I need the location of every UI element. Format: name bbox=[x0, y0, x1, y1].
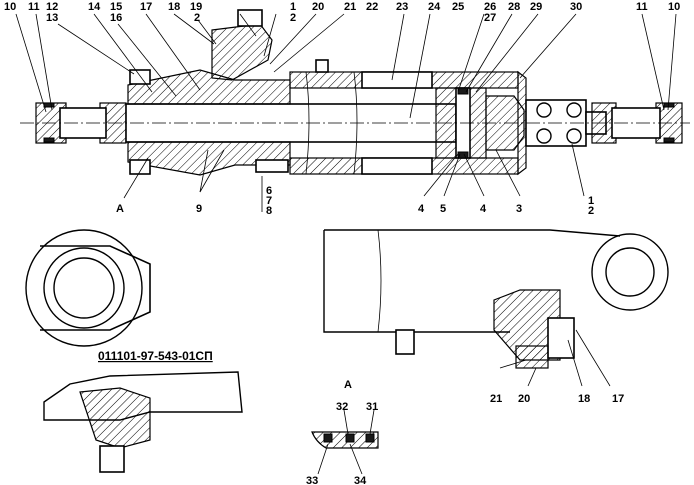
lower-fitting bbox=[255, 159, 289, 173]
hole-4 bbox=[566, 128, 582, 144]
callout-27: 27 bbox=[484, 12, 496, 24]
barrel-band-top bbox=[361, 71, 433, 89]
section-view bbox=[20, 9, 690, 176]
callout-25: 25 bbox=[452, 1, 464, 13]
bottom-left-view bbox=[43, 371, 243, 473]
callout-19: 19 bbox=[190, 1, 202, 13]
callout-5: 5 bbox=[440, 203, 446, 215]
callout-9: 9 bbox=[196, 203, 202, 215]
gland-bottom bbox=[127, 141, 291, 176]
right-view-lug bbox=[395, 329, 415, 355]
left-ring-bottom bbox=[43, 137, 55, 143]
callout-11-right: 11 bbox=[636, 1, 648, 13]
port-fitting bbox=[211, 23, 273, 81]
callout-4-left: 4 bbox=[418, 203, 425, 215]
doc-number: 011101-97-543-01СП bbox=[98, 349, 213, 363]
callout-10-right: 10 bbox=[668, 1, 680, 13]
callout-10-left: 10 bbox=[4, 1, 16, 13]
bottom-view-bolt bbox=[99, 445, 125, 473]
right-view-top-edge bbox=[324, 229, 621, 237]
callout-1-bottom: 1 bbox=[588, 195, 594, 207]
callout-20: 20 bbox=[312, 1, 324, 13]
detail-a-seal-2 bbox=[345, 433, 355, 443]
bottom-view-outline bbox=[43, 371, 243, 421]
end-view-outline bbox=[40, 245, 151, 331]
callout-14: 14 bbox=[88, 1, 101, 13]
right-view-eye-inner bbox=[605, 247, 655, 297]
hole-1 bbox=[536, 102, 552, 118]
callout-15: 15 bbox=[110, 1, 122, 13]
break-line-1 bbox=[305, 71, 310, 175]
right-ring-bottom bbox=[663, 137, 675, 143]
callout-labels: 10 11 12 13 14 15 16 17 18 19 2 1 2 20 2… bbox=[4, 1, 680, 485]
callout-17: 17 bbox=[140, 1, 152, 13]
right-view bbox=[323, 229, 669, 387]
callout-7: 7 bbox=[266, 195, 272, 207]
end-view-mid-circle bbox=[43, 247, 125, 329]
port-bolt bbox=[237, 9, 263, 27]
callout-22: 22 bbox=[366, 1, 378, 13]
callout-a-bottom: A bbox=[116, 203, 124, 215]
callout-21-right: 21 bbox=[490, 393, 502, 405]
callout-2-top: 2 bbox=[194, 12, 200, 24]
end-view-inner-circle bbox=[53, 257, 115, 319]
hole-3 bbox=[536, 128, 552, 144]
callout-4-right: 4 bbox=[480, 203, 487, 215]
callout-31: 31 bbox=[366, 401, 378, 413]
leader-lines bbox=[15, 13, 677, 212]
callout-29: 29 bbox=[530, 1, 542, 13]
break-line-2 bbox=[353, 71, 358, 175]
callout-12: 12 bbox=[46, 1, 58, 13]
right-view-gland bbox=[493, 289, 561, 361]
callout-32: 32 bbox=[336, 401, 348, 413]
callout-23: 23 bbox=[396, 1, 408, 13]
bolt-top bbox=[129, 69, 151, 85]
right-view-eye-outer bbox=[591, 233, 669, 311]
end-view-outer-circle bbox=[25, 229, 143, 347]
callout-18: 18 bbox=[168, 1, 180, 13]
callout-34: 34 bbox=[354, 475, 367, 485]
detail-a-title: A bbox=[344, 379, 352, 391]
callout-21: 21 bbox=[344, 1, 356, 13]
callout-26: 26 bbox=[484, 1, 496, 13]
callout-24: 24 bbox=[428, 1, 441, 13]
callout-18-right: 18 bbox=[578, 393, 590, 405]
callout-3: 3 bbox=[516, 203, 522, 215]
gland-top bbox=[127, 69, 291, 105]
right-view-fitting bbox=[515, 345, 549, 369]
barrel-band-bottom bbox=[361, 157, 433, 175]
detail-a bbox=[311, 409, 379, 475]
callout-20-right: 20 bbox=[518, 393, 530, 405]
callout-13: 13 bbox=[46, 12, 58, 24]
right-view-left-edge bbox=[323, 230, 510, 333]
detail-a-seal-3 bbox=[365, 433, 375, 443]
right-view-break bbox=[377, 229, 382, 333]
callout-30: 30 bbox=[570, 1, 582, 13]
callout-1-top: 1 bbox=[290, 1, 296, 13]
callout-16: 16 bbox=[110, 12, 122, 24]
bottom-view-gland bbox=[79, 387, 151, 449]
callout-2-top-b: 2 bbox=[290, 12, 296, 24]
right-view-seal-housing bbox=[547, 317, 575, 359]
barrel-lug bbox=[315, 59, 329, 73]
callout-28: 28 bbox=[508, 1, 520, 13]
piston-seal-bottom bbox=[457, 151, 469, 159]
hole-2 bbox=[566, 102, 582, 118]
right-ring-top bbox=[663, 102, 675, 108]
callout-33: 33 bbox=[306, 475, 318, 485]
callout-2-bottom: 2 bbox=[588, 205, 594, 217]
end-view bbox=[25, 229, 151, 347]
left-ring-top bbox=[43, 102, 55, 108]
callout-6: 6 bbox=[266, 185, 272, 197]
detail-a-seal-1 bbox=[323, 433, 333, 443]
callout-17-right: 17 bbox=[612, 393, 624, 405]
callout-11-left: 11 bbox=[28, 1, 40, 13]
callout-8: 8 bbox=[266, 205, 272, 217]
